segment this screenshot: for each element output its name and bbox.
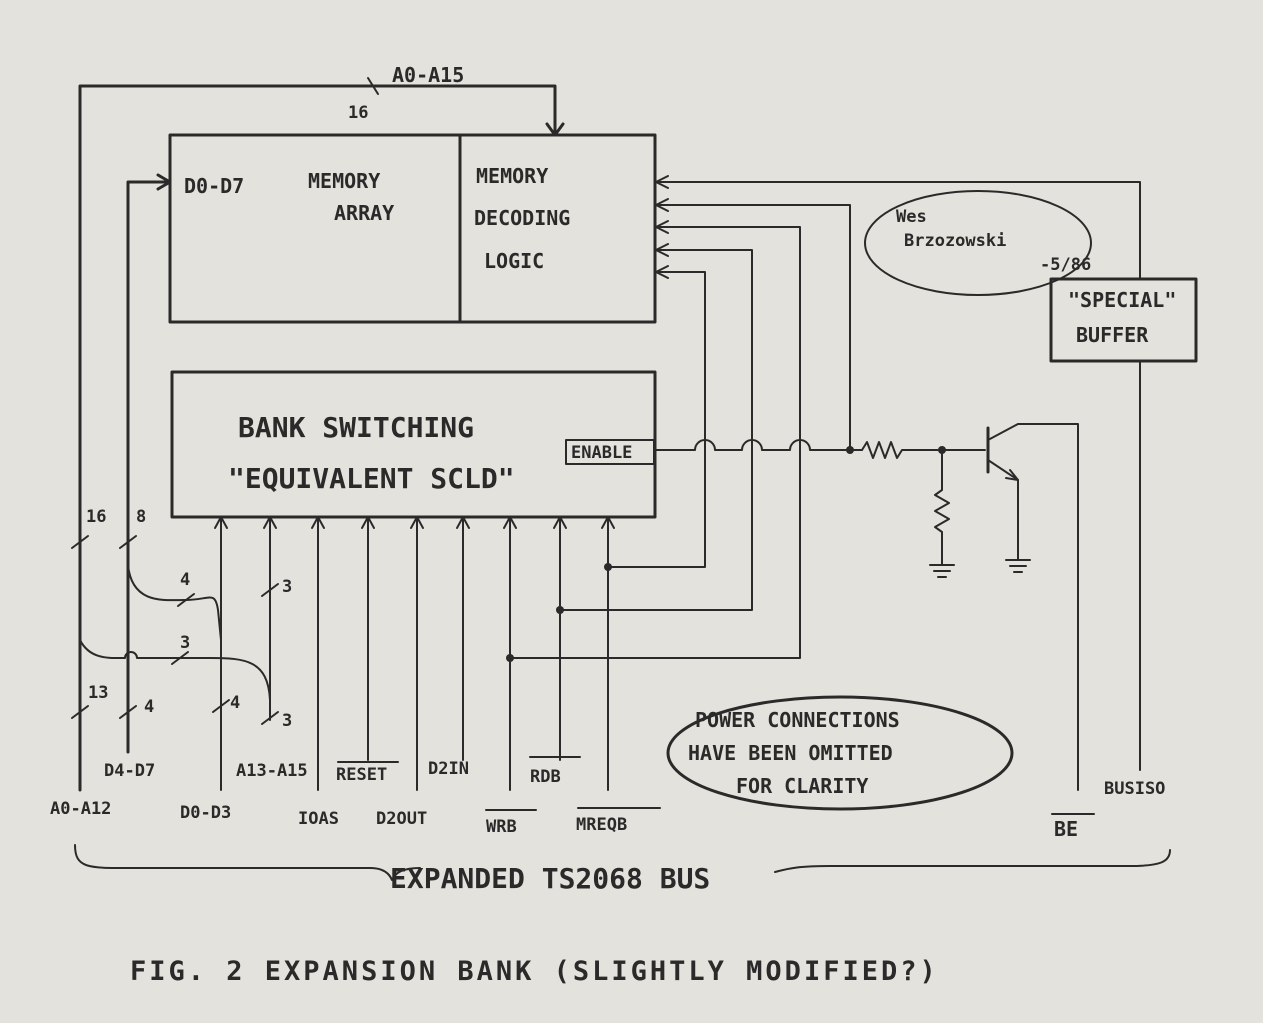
signal-ioas: IOAS <box>298 809 339 829</box>
memory-decoding-line3: LOGIC <box>484 249 544 273</box>
signal-d4-d7: D4-D7 <box>104 761 155 781</box>
signal-be: BE <box>1054 817 1078 841</box>
width-d4b: 4 <box>144 697 154 717</box>
special-buffer-line1: "SPECIAL" <box>1068 288 1176 312</box>
memory-array-title-line2: ARRAY <box>334 201 394 225</box>
memory-block <box>168 133 657 324</box>
width-a3b: 3 <box>282 711 292 731</box>
memory-decoding-line2: DECODING <box>474 206 570 230</box>
width-d8: 8 <box>136 507 146 527</box>
signal-wrb: WRB <box>486 817 517 837</box>
width-d4c: 4 <box>230 693 240 713</box>
bank-switching-line1: BANK SWITCHING <box>238 411 474 444</box>
special-buffer-line2: BUFFER <box>1076 323 1149 347</box>
width-a16: 16 <box>86 507 106 527</box>
bus-width-ticks <box>71 77 379 725</box>
special-buffer-box <box>1049 277 1198 363</box>
signal-mreqb: MREQB <box>576 815 627 835</box>
signal-busiso: BUSISO <box>1104 779 1165 799</box>
signal-rdb: RDB <box>530 767 561 787</box>
figure-caption: FIG. 2 EXPANSION BANK (SLIGHTLY MODIFIED… <box>130 956 939 987</box>
power-note-line2: HAVE BEEN OMITTED <box>688 741 893 765</box>
signal-reset: RESET <box>336 765 387 785</box>
power-note-oval <box>666 695 1014 811</box>
power-note-line1: POWER CONNECTIONS <box>695 708 900 732</box>
signal-a13-a15: A13-A15 <box>236 761 308 781</box>
signal-d0-d3: D0-D3 <box>180 803 231 823</box>
signal-d2in: D2IN <box>428 759 469 779</box>
junction-dots <box>506 446 946 662</box>
width-d4a: 4 <box>180 570 190 590</box>
signature-line2: Brzozowski <box>904 231 1006 251</box>
power-note-line3: FOR CLARITY <box>736 774 868 798</box>
enable-pin-box <box>565 439 655 465</box>
width-a3a: 3 <box>282 577 292 597</box>
bus-brace <box>74 844 1171 881</box>
memory-array-data-label: D0-D7 <box>184 174 244 198</box>
width-d3: 3 <box>180 633 190 653</box>
signature-oval <box>864 190 1092 296</box>
bank-switching-line2: "EQUIVALENT SCLD" <box>228 462 515 495</box>
signal-a0-a12: A0-A12 <box>50 799 111 819</box>
memory-array-title-line1: MEMORY <box>308 169 380 193</box>
memory-decoding-line1: MEMORY <box>476 164 548 188</box>
bus-top-width: 16 <box>348 103 368 123</box>
signature-line3: -5/86 <box>1040 255 1091 275</box>
signal-d2out: D2OUT <box>376 809 427 829</box>
signature-line1: Wes <box>896 207 927 227</box>
width-a13: 13 <box>88 683 108 703</box>
enable-pin-label: ENABLE <box>571 443 632 463</box>
bus-brace-label: EXPANDED TS2068 BUS <box>390 862 710 895</box>
wires <box>78 84 1141 792</box>
bus-top-label: A0-A15 <box>392 63 464 87</box>
